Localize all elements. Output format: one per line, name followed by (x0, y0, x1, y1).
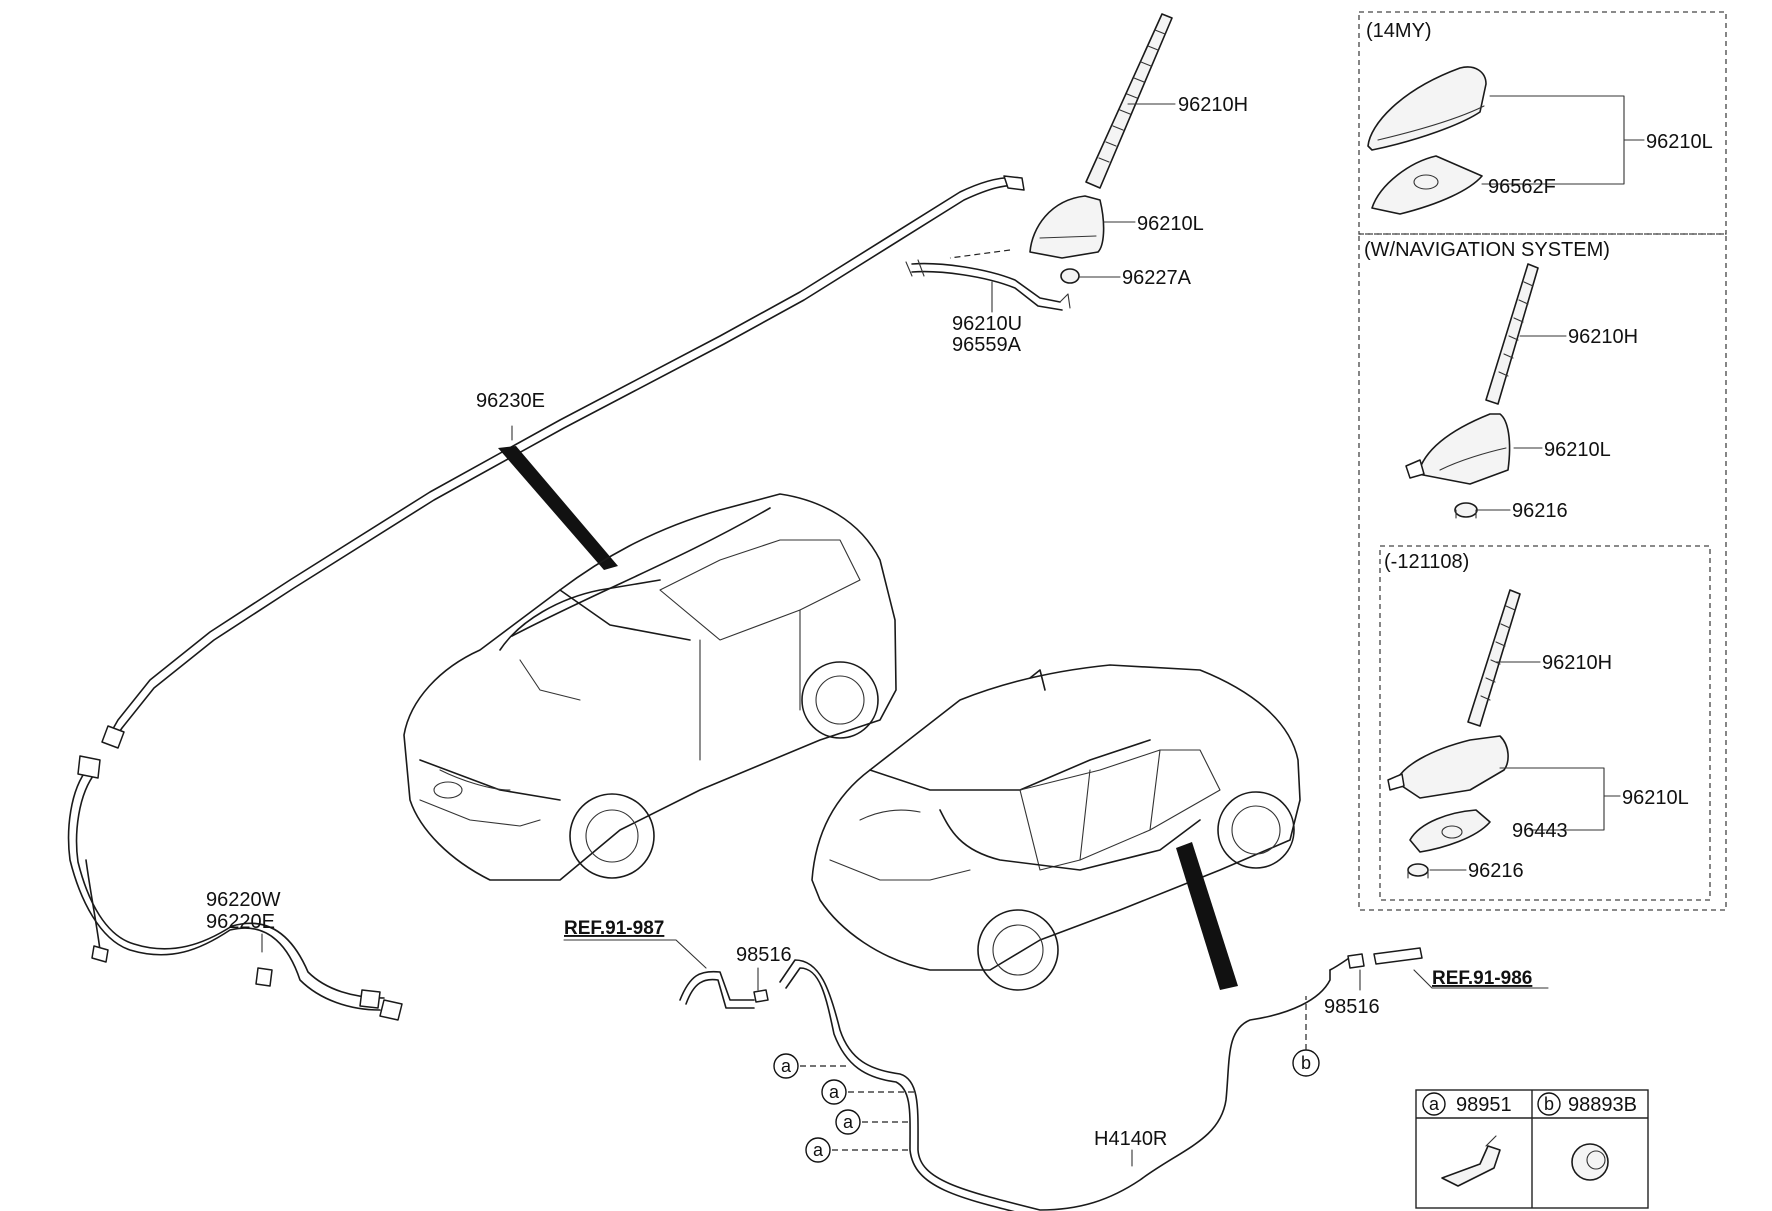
callout-a-2-text: a (829, 1082, 840, 1102)
label-nav-base: 96210L (1544, 439, 1611, 461)
leader-early-base (1499, 767, 1605, 831)
suv-front-view (403, 493, 897, 881)
label-clip-left: 98516 (736, 944, 792, 966)
callout-a-3-text: a (843, 1112, 854, 1132)
label-early-rod: 96210H (1542, 652, 1612, 674)
box-nav-header: (W/NAVIGATION SYSTEM) (1364, 239, 1610, 261)
callout-b-text: b (1301, 1053, 1311, 1073)
arrow-main-cable (1176, 842, 1238, 990)
label-nav-rod: 96210H (1568, 326, 1638, 348)
antenna-base-top (1029, 195, 1105, 259)
callout-a-1-text: a (781, 1056, 792, 1076)
clip-right (1347, 953, 1365, 969)
ref-right-tube (1373, 947, 1423, 965)
legend-grommet-icon (1571, 1143, 1609, 1181)
grommet-top (1060, 268, 1080, 284)
label-clip-right: 98516 (1324, 996, 1380, 1018)
antenna-rod-nav (1485, 263, 1539, 405)
antenna-base-early (1387, 735, 1509, 799)
box-14my-header: (14MY) (1366, 20, 1432, 42)
clip-left (753, 989, 769, 1003)
suv-rear-view (811, 664, 1301, 991)
leader-ref-left (563, 939, 707, 969)
label-early-pad: 96443 (1512, 820, 1568, 842)
label-bracket-2: 96559A (952, 334, 1022, 356)
label-early-seal: 96216 (1468, 860, 1524, 882)
legend-clip-icon (1441, 1145, 1501, 1187)
callout-a-2: a (821, 1079, 914, 1105)
box-nav (1358, 233, 1727, 911)
seal-nav (1454, 502, 1478, 519)
antenna-bracket (905, 259, 1071, 311)
box-early (1379, 545, 1711, 901)
callout-b: b (1292, 996, 1320, 1077)
antenna-base-nav (1405, 413, 1511, 485)
label-main-cable: H4140R (1094, 1128, 1167, 1150)
antenna-rod-early (1467, 589, 1521, 727)
main-cable (779, 955, 1353, 1211)
label-nav-seal: 96216 (1512, 500, 1568, 522)
legend-a-part: 98951 (1456, 1094, 1512, 1116)
shark-fin-14my (1367, 66, 1487, 215)
legend-a-symbol: a (1429, 1094, 1440, 1114)
roof-cable (101, 175, 1025, 749)
box-early-header: (-121108) (1384, 551, 1469, 573)
leader-ref-right (1413, 969, 1549, 989)
callout-a-1: a (773, 1053, 846, 1079)
label-wire-1: 96220W (206, 889, 281, 911)
callout-a-4: a (805, 1137, 910, 1163)
ref-right: REF.91-986 (1432, 968, 1532, 989)
label-wire-2: 96220E (206, 911, 275, 933)
label-antenna-rod-top: 96210H (1178, 94, 1248, 116)
ref-left: REF.91-987 (564, 918, 664, 939)
leader-14my (1481, 95, 1625, 185)
label-early-base: 96210L (1622, 787, 1689, 809)
legend-b-symbol: b (1544, 1094, 1554, 1114)
dash-bracket (949, 249, 1011, 259)
label-14my-base: 96210L (1646, 131, 1713, 153)
ref-left-tube (679, 970, 755, 1009)
arrow-roof-cable (498, 446, 618, 570)
callout-a-4-text: a (813, 1140, 824, 1160)
label-bracket-1: 96210U (952, 313, 1022, 335)
antenna-rod-top (1085, 13, 1173, 189)
label-grommet: 96227A (1122, 267, 1192, 289)
label-14my-pad: 96562F (1488, 176, 1556, 198)
wire-harness (67, 755, 403, 1021)
box-14my (1358, 11, 1727, 235)
label-roof-cable: 96230E (476, 390, 545, 412)
callout-a-3: a (835, 1109, 912, 1135)
seal-early (1407, 863, 1429, 879)
legend-b-part: 98893B (1568, 1094, 1637, 1116)
pad-early (1409, 809, 1491, 853)
label-antenna-base-top: 96210L (1137, 213, 1204, 235)
legend-table: a 98951 b 98893B (1415, 1089, 1649, 1209)
